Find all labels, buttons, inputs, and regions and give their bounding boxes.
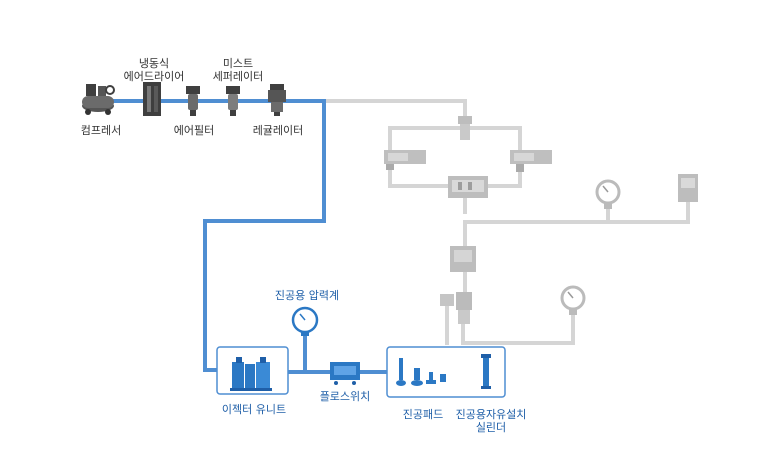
ejector-unit-label: 이젝터 유니트 bbox=[221, 403, 287, 416]
sensor-block-icon bbox=[678, 174, 698, 202]
regulator-gray-icon bbox=[440, 292, 472, 324]
pipe-branch-right-down bbox=[488, 166, 522, 188]
tee-fitting-icon bbox=[458, 116, 472, 140]
refrigerated-dryer-label-line1: 냉동식 bbox=[138, 57, 170, 70]
pipe-main-blue bbox=[112, 99, 326, 372]
valve-right-icon bbox=[510, 150, 552, 172]
mist-separator-icon bbox=[226, 86, 240, 116]
vacuum-gauge-icon bbox=[291, 306, 319, 336]
vacuum-gauge-label: 진공용 압력계 bbox=[274, 289, 340, 302]
pressure-gauge-top-icon bbox=[595, 179, 621, 209]
regulator-icon bbox=[268, 84, 286, 116]
refrigerated-dryer-icon bbox=[143, 82, 161, 116]
refrigerated-dryer-label-line2: 에어드라이어 bbox=[123, 70, 185, 83]
compressor-label: 컴프레서 bbox=[80, 124, 122, 137]
valve-center-icon bbox=[450, 246, 476, 272]
regulator-label: 레귤레이터 bbox=[252, 124, 304, 137]
inactive-pipes bbox=[298, 99, 690, 345]
pressure-gauge-right-icon bbox=[560, 285, 586, 315]
vacuum-pad-group-icon bbox=[386, 346, 506, 398]
pipe-right-horizontal bbox=[463, 198, 690, 224]
mist-separator-label-line1: 미스트 bbox=[222, 57, 254, 70]
pressure-switch-icon bbox=[330, 362, 360, 385]
valve-left-icon bbox=[384, 150, 426, 170]
compressor-icon bbox=[82, 84, 115, 115]
pipe-lower-right bbox=[461, 312, 575, 345]
active-pipes bbox=[112, 99, 389, 374]
free-cylinder-label-line1: 진공용자유설치 bbox=[455, 408, 527, 421]
air-filter-label: 에어필터 bbox=[173, 124, 215, 137]
free-cylinder-label-line2: 실린더 bbox=[475, 421, 507, 434]
pipe-branch-left-down bbox=[388, 166, 452, 188]
pressure-switch-label: 플로스위치 bbox=[319, 390, 371, 403]
pipe-branch-left bbox=[388, 126, 522, 152]
air-filter-icon bbox=[186, 86, 200, 116]
mist-separator-label-line2: 세퍼레이터 bbox=[212, 70, 264, 83]
manifold-icon bbox=[448, 176, 488, 198]
vacuum-pad-label: 진공패드 bbox=[402, 408, 444, 421]
ejector-unit-icon bbox=[216, 346, 289, 395]
